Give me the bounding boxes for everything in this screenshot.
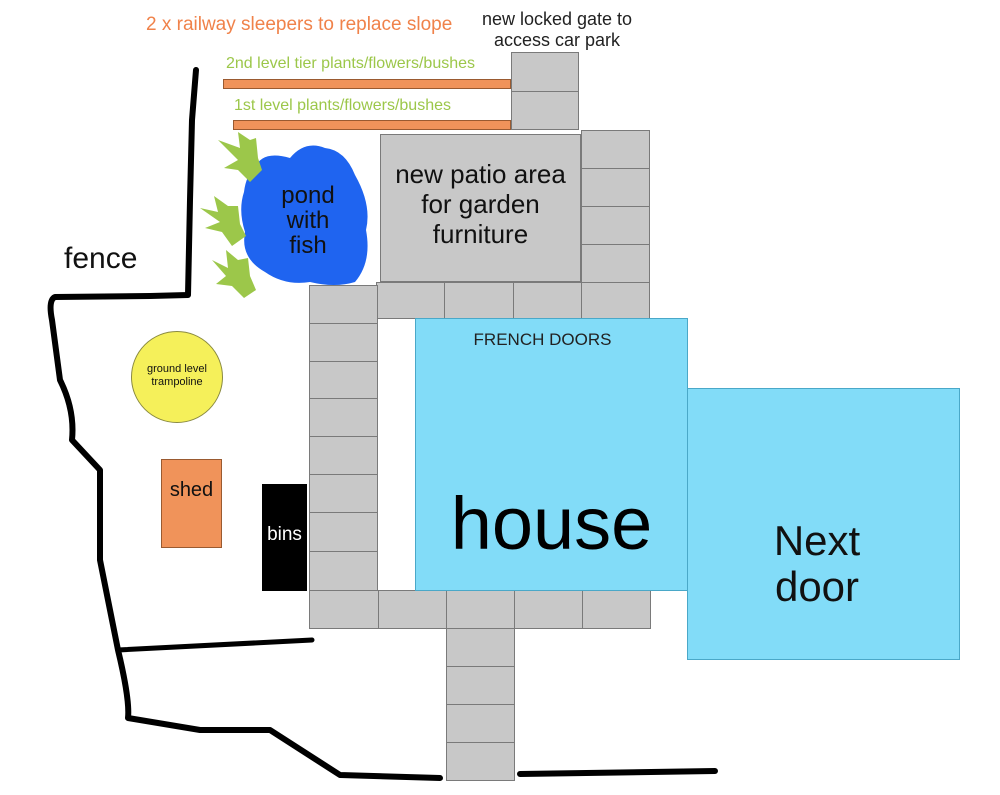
path-slab [446,590,515,629]
fence-label: fence [64,242,138,275]
fence-line-main [47,67,443,781]
fence-line-cross [115,637,315,653]
patio-label: new patio area for garden furniture [395,159,566,249]
railway-sleepers-label: 2 x railway sleepers to replace slope [146,14,453,35]
bins [262,484,307,591]
bins-label: bins [267,524,302,545]
shed [161,459,222,548]
plant-top [218,132,262,182]
path-slab [514,590,583,629]
trampoline-label: ground level trampoline [147,363,207,388]
path-slab [309,551,378,591]
trampoline [131,331,223,423]
railway-sleeper-lower [233,120,511,130]
tier1-label: 1st level plants/flowers/bushes [234,97,451,114]
plant-middle [200,196,246,246]
path-slab [309,474,378,513]
french-doors-label: FRENCH DOORS [473,330,612,349]
fence-line-bottom-right [517,768,718,777]
path-slab [581,244,650,283]
shed-label: shed [169,479,214,501]
path-slab [446,742,515,781]
gate-slab [511,52,579,92]
gate-slab [511,91,579,130]
house-label: house [450,482,653,565]
path-slab [309,285,378,324]
path-slab [581,130,650,169]
pond-label: pond with fish [281,182,335,259]
path-slab [376,282,445,319]
pond [241,145,368,285]
path-slab [309,361,378,399]
railway-sleeper-upper [223,79,511,89]
path-slab [378,590,447,629]
path-slab [581,168,650,207]
plant-bottom [212,250,256,298]
next-door [687,388,960,660]
next-door-label: Next door [773,517,861,610]
gate-label: new locked gate to access car park [481,9,633,50]
house [415,318,688,591]
patio-area [380,134,581,282]
path-slab [581,206,650,245]
path-slab [309,323,378,362]
tier2-label: 2nd level tier plants/flowers/bushes [226,55,476,72]
path-slab [309,398,378,437]
path-slab [309,436,378,475]
